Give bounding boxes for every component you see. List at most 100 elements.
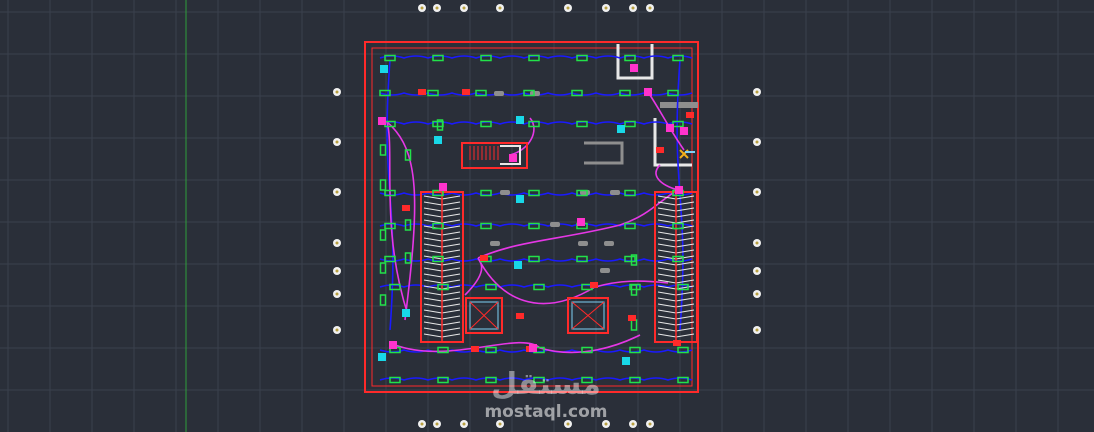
column-marker-core bbox=[335, 292, 339, 296]
light-fixture bbox=[672, 222, 684, 230]
column-marker-core bbox=[498, 6, 502, 10]
equipment-block bbox=[610, 190, 620, 195]
equipment-block bbox=[604, 241, 614, 246]
lighting-circuit bbox=[379, 55, 693, 59]
equipment-frame bbox=[584, 141, 624, 165]
equipment-block bbox=[500, 190, 510, 195]
magenta-tag bbox=[630, 64, 638, 72]
column-marker-core bbox=[755, 292, 759, 296]
stair-frame bbox=[567, 297, 609, 334]
column-marker-core bbox=[335, 140, 339, 144]
magenta-tag bbox=[680, 127, 688, 135]
watermark-arabic: مستقل bbox=[491, 367, 601, 402]
light-fixture bbox=[624, 120, 636, 128]
column-marker-core bbox=[566, 422, 570, 426]
light-fixtures bbox=[379, 54, 689, 384]
light-fixture bbox=[432, 189, 444, 197]
light-fixture bbox=[384, 222, 396, 230]
light-fixture bbox=[629, 376, 641, 384]
light-fixture-v bbox=[379, 144, 387, 156]
light-fixture bbox=[389, 283, 401, 291]
light-fixture bbox=[624, 255, 636, 263]
cyan-device bbox=[516, 195, 524, 203]
cyan-device bbox=[434, 136, 442, 144]
distribution-panel bbox=[590, 282, 598, 288]
cyan-device bbox=[402, 309, 410, 317]
light-fixture bbox=[576, 120, 588, 128]
floor-plan[interactable] bbox=[364, 41, 699, 393]
equipment-block bbox=[490, 241, 500, 246]
equipment-block bbox=[600, 268, 610, 273]
service-room bbox=[616, 44, 698, 167]
light-fixture bbox=[581, 346, 593, 354]
light-fixture bbox=[389, 376, 401, 384]
distribution-panel bbox=[402, 205, 410, 211]
feeder-route bbox=[464, 257, 483, 296]
light-fixture bbox=[523, 89, 535, 97]
elevator-hatch bbox=[469, 146, 499, 160]
light-fixture bbox=[571, 89, 583, 97]
light-fixture bbox=[480, 120, 492, 128]
light-fixture bbox=[581, 376, 593, 384]
cyan-devices bbox=[378, 65, 630, 365]
light-fixture bbox=[384, 189, 396, 197]
service-room-wall bbox=[616, 44, 654, 80]
light-fixture-v bbox=[379, 179, 387, 191]
column-marker-core bbox=[755, 269, 759, 273]
light-fixture bbox=[624, 222, 636, 230]
distribution-panel bbox=[673, 340, 681, 346]
lighting-circuit bbox=[379, 121, 693, 125]
magenta-tag bbox=[675, 186, 683, 194]
light-fixture-v bbox=[436, 119, 444, 131]
column-marker-core bbox=[335, 269, 339, 273]
equipment-block bbox=[578, 241, 588, 246]
light-fixture bbox=[672, 255, 684, 263]
column-marker-core bbox=[462, 6, 466, 10]
column-marker-core bbox=[648, 6, 652, 10]
light-fixture bbox=[384, 54, 396, 62]
distribution-panel bbox=[462, 89, 470, 95]
light-fixture bbox=[576, 255, 588, 263]
magenta-tag bbox=[577, 218, 585, 226]
light-fixture bbox=[427, 89, 439, 97]
light-fixture bbox=[437, 376, 449, 384]
stair-cross bbox=[469, 301, 499, 330]
distribution-panel bbox=[418, 89, 426, 95]
light-fixture-v bbox=[404, 149, 412, 161]
light-fixture bbox=[384, 255, 396, 263]
column-markers bbox=[333, 4, 761, 428]
column-marker-core bbox=[755, 241, 759, 245]
light-fixture bbox=[533, 376, 545, 384]
column-marker-core bbox=[755, 90, 759, 94]
lighting-circuits bbox=[379, 55, 693, 381]
light-fixture bbox=[629, 346, 641, 354]
light-fixture bbox=[480, 222, 492, 230]
stair-inner bbox=[469, 301, 499, 330]
column-marker-core bbox=[335, 90, 339, 94]
light-fixture bbox=[485, 283, 497, 291]
feeder-route bbox=[655, 164, 679, 191]
stair-cores bbox=[461, 142, 609, 334]
light-fixture-v bbox=[379, 229, 387, 241]
elevator-wall bbox=[500, 145, 521, 165]
light-fixture bbox=[528, 54, 540, 62]
column-marker-core bbox=[755, 328, 759, 332]
magenta-tags bbox=[378, 64, 695, 352]
light-fixture-v bbox=[630, 319, 638, 331]
distribution-panel bbox=[656, 147, 664, 153]
light-fixture bbox=[437, 346, 449, 354]
equipment-blocks bbox=[490, 91, 624, 273]
feeder-route bbox=[394, 334, 641, 354]
column-marker-core bbox=[335, 190, 339, 194]
watermark: مستقل mostaql.com bbox=[484, 367, 607, 422]
light-fixture bbox=[485, 376, 497, 384]
stair-inner bbox=[571, 301, 605, 330]
column-marker-core bbox=[335, 328, 339, 332]
light-fixture bbox=[576, 54, 588, 62]
light-fixture-v bbox=[379, 262, 387, 274]
light-fixture-v bbox=[404, 252, 412, 264]
elevator-core bbox=[461, 142, 528, 169]
light-fixture bbox=[528, 222, 540, 230]
